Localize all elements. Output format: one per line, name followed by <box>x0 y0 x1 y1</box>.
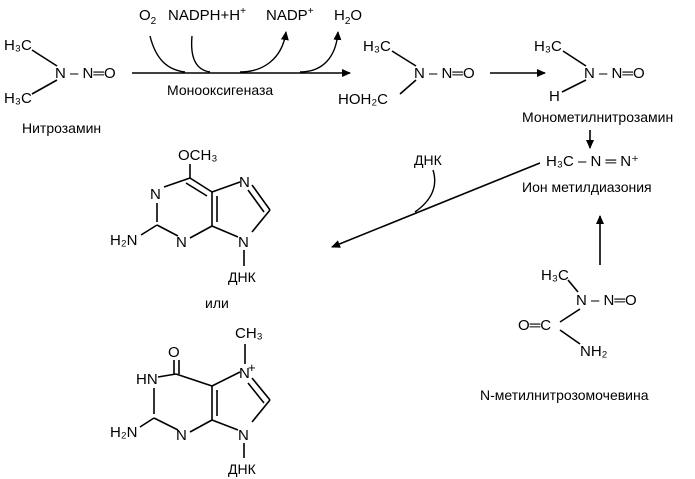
bond <box>251 209 271 233</box>
nitrosamine-label: Нитрозамин <box>22 120 101 136</box>
methoxy-group: OCH₃ <box>178 147 217 164</box>
carbonyl-group: O═C <box>518 317 551 334</box>
n-methyl-group: CH₃ <box>235 325 263 342</box>
bond <box>251 399 271 423</box>
n7-methylguanine-structure: O HN H₂N N N CH₃ + N ДНК <box>110 325 271 477</box>
bond <box>153 417 179 431</box>
bond <box>211 371 241 387</box>
enzyme-label: Монооксигеназа <box>167 82 273 98</box>
o6-methylguanine-structure: OCH₃ N H₂N N N N ДНК <box>110 147 271 285</box>
bond <box>391 50 417 67</box>
methyl-group-lower: H₃C <box>4 90 32 107</box>
amino-group: NH₂ <box>580 343 608 360</box>
carbonyl-oxygen: O <box>168 344 180 361</box>
bond <box>189 419 213 433</box>
alkylation-arrow <box>331 162 541 248</box>
amino-group: H₂N <box>110 232 138 249</box>
nitroso-group: N – N═O <box>414 65 475 82</box>
bond <box>251 184 271 211</box>
ring-nh: HN <box>136 371 158 388</box>
cofactor-curve-nadph <box>190 35 211 73</box>
nitroso-group: N – N═O <box>55 65 116 82</box>
bond <box>562 50 587 67</box>
dna-label: ДНК <box>414 152 443 168</box>
cofactor-o2: O2 <box>139 7 157 27</box>
bond <box>251 377 271 401</box>
cofactor-curve-water <box>299 31 342 73</box>
bond <box>156 224 179 237</box>
bond <box>561 79 587 93</box>
cofactor-nadph: NADPH+H+ <box>168 6 246 24</box>
monomethylnitrosamine-structure: H₃C N – N═O H Монометилнитрозамин <box>522 38 673 149</box>
amino-group: H₂N <box>110 424 138 441</box>
bond <box>189 177 213 193</box>
methyldiazonium-structure: H₃C – N ═ N⁺ Ион метилдиазония <box>522 153 652 195</box>
nitrosamine-structure: H₃C H₃C N – N═O Нитрозамин <box>4 37 116 136</box>
bond <box>189 225 213 239</box>
bond <box>157 373 177 378</box>
bond <box>31 79 58 95</box>
monooxygenase-step: O2 NADPH+H+ NADP+ H2O Монооксигеназа <box>132 6 362 98</box>
diazonium-formula: H₃C – N ═ N⁺ <box>546 153 639 170</box>
dna-attachment: ДНК <box>228 461 257 477</box>
ring-nitrogen: N <box>239 174 250 191</box>
dna-curve <box>414 169 436 213</box>
ring-nitrogen: N <box>176 234 187 251</box>
bond <box>140 224 158 236</box>
hydroxymethylnitrosamine-structure: H₃C N – N═O HOH₂C <box>338 38 546 108</box>
bond <box>211 419 239 431</box>
methylnitrosourea-structure: H₃C N – N═O O═C NH₂ N-метилнитрозомочеви… <box>480 215 649 403</box>
bond <box>211 181 241 193</box>
methyldiazonium-label: Ион метилдиазония <box>522 179 652 195</box>
methyl-group: H₃C <box>363 38 391 55</box>
bond <box>175 373 213 387</box>
methyl-group: H₃C <box>541 267 569 284</box>
methylnitrosourea-label: N-метилнитрозомочевина <box>480 387 649 403</box>
ring-nitrogen: N <box>238 427 249 444</box>
hydroxymethyl-group: HOH₂C <box>338 91 388 108</box>
ring-nitrogen: N <box>238 234 249 251</box>
ring-nitrogen: N <box>176 427 187 444</box>
bond <box>567 279 579 293</box>
bond <box>247 189 265 213</box>
bond <box>185 182 208 197</box>
bond <box>163 177 191 188</box>
bond <box>31 49 58 67</box>
bond <box>139 417 155 428</box>
nitroso-group: N – N═O <box>584 65 645 82</box>
dna-alkylation-step: ДНК <box>331 152 541 248</box>
cofactor-nadp: NADP+ <box>266 6 314 24</box>
nitroso-group: N – N═O <box>576 292 637 309</box>
bond <box>247 382 265 404</box>
methyl-group: H₃C <box>534 38 562 55</box>
monomethylnitrosamine-label: Монометилнитрозамин <box>522 109 673 125</box>
cofactor-curve-nadp <box>239 31 289 73</box>
bond <box>559 329 581 345</box>
bond <box>211 225 239 238</box>
ring-nitrogen: N <box>239 365 250 382</box>
hydrogen-atom: H <box>549 88 560 105</box>
ring-nitrogen: N <box>150 186 161 203</box>
or-label: или <box>205 295 229 311</box>
bond <box>559 308 581 323</box>
positive-charge: + <box>248 360 256 375</box>
dna-attachment: ДНК <box>228 269 257 285</box>
methyl-group-upper: H₃C <box>4 37 32 54</box>
cofactor-curve-o2 <box>149 35 186 73</box>
cofactor-water: H2O <box>334 7 362 27</box>
bond <box>399 79 417 95</box>
